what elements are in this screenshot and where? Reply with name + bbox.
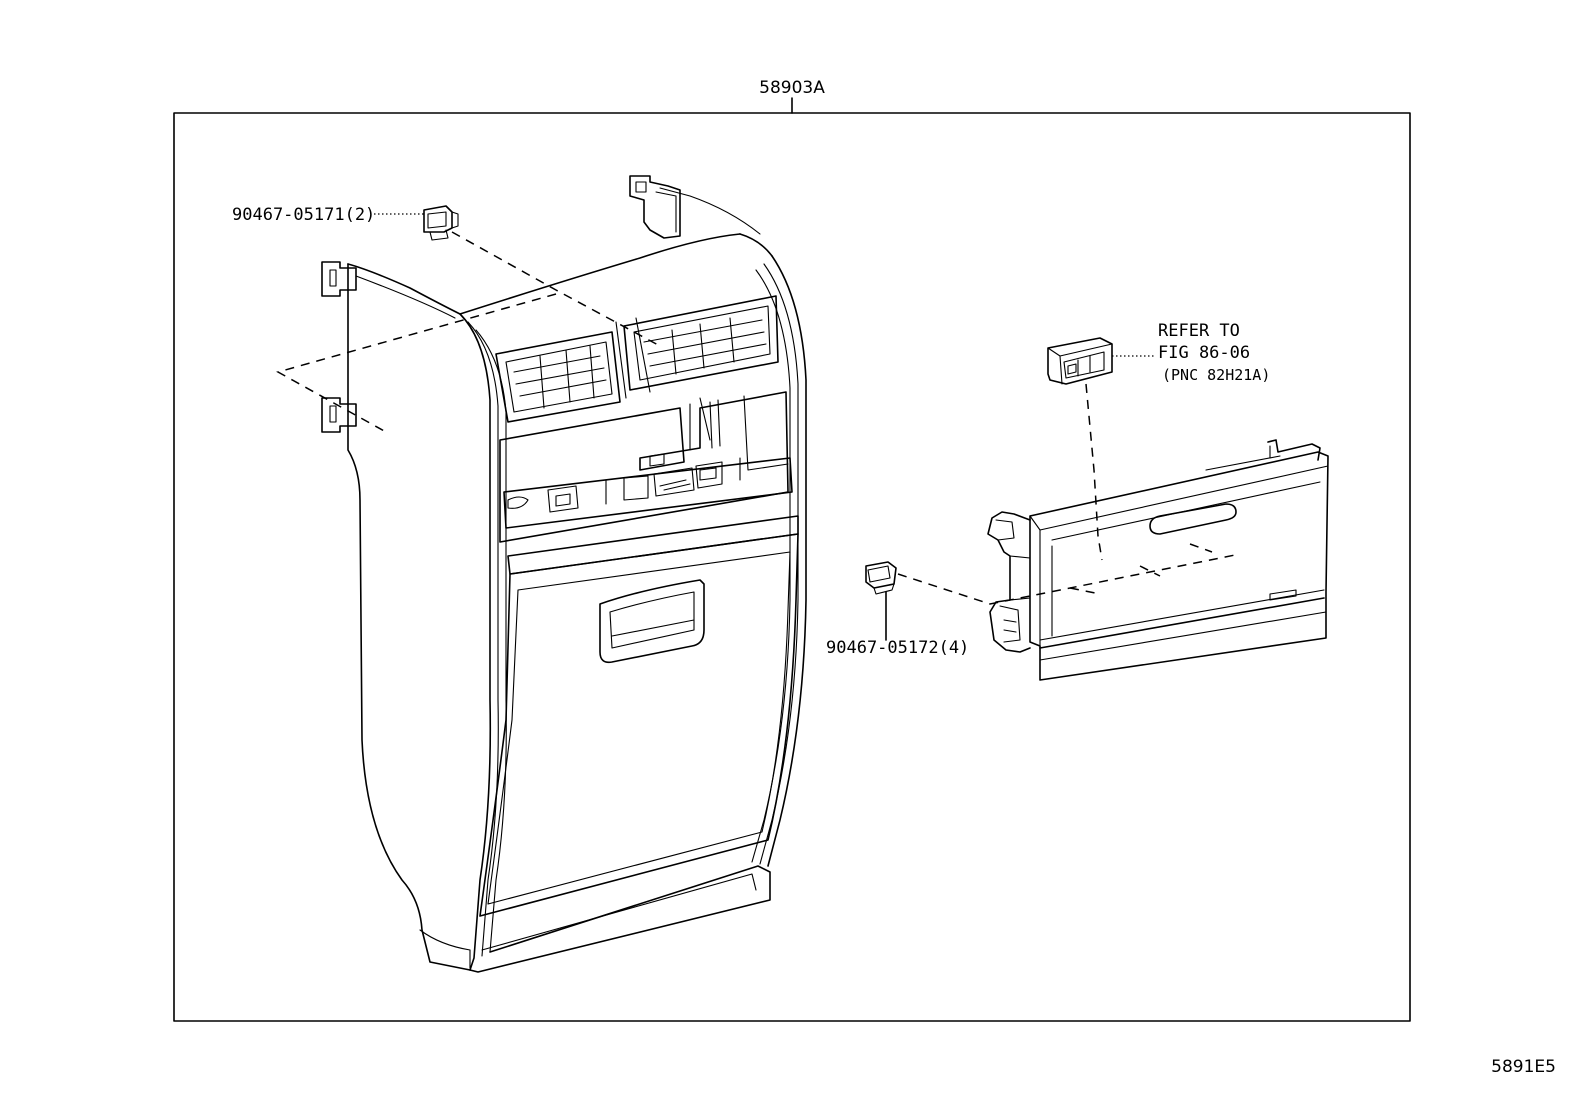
assembly-line-lower <box>897 553 1241 605</box>
reference-line1[interactable]: REFER TO <box>1158 321 1240 341</box>
clip-upper-icon[interactable] <box>423 205 459 241</box>
reference-line2[interactable]: FIG 86-06 <box>1158 343 1250 363</box>
assembly-frame <box>173 97 1411 1022</box>
clip-lower-icon[interactable] <box>865 561 897 595</box>
switch-part-icon[interactable] <box>1047 337 1113 385</box>
reference-line3[interactable]: (PNC 82H21A) <box>1162 366 1270 384</box>
rear-control-unit <box>987 439 1329 681</box>
assembly-line-left <box>276 293 557 433</box>
rear-console-panel <box>321 175 807 973</box>
clip-upper-label[interactable]: 90467-05171(2) <box>232 205 375 225</box>
clip-lower-label[interactable]: 90467-05172(4) <box>826 638 969 658</box>
assembly-line-detail <box>1069 543 1213 595</box>
assembly-label[interactable]: 58903A <box>759 78 825 98</box>
assembly-line-upper <box>451 231 661 347</box>
assembly-line-switch <box>1085 383 1103 561</box>
figure-code[interactable]: 5891E5 <box>1491 1057 1556 1077</box>
